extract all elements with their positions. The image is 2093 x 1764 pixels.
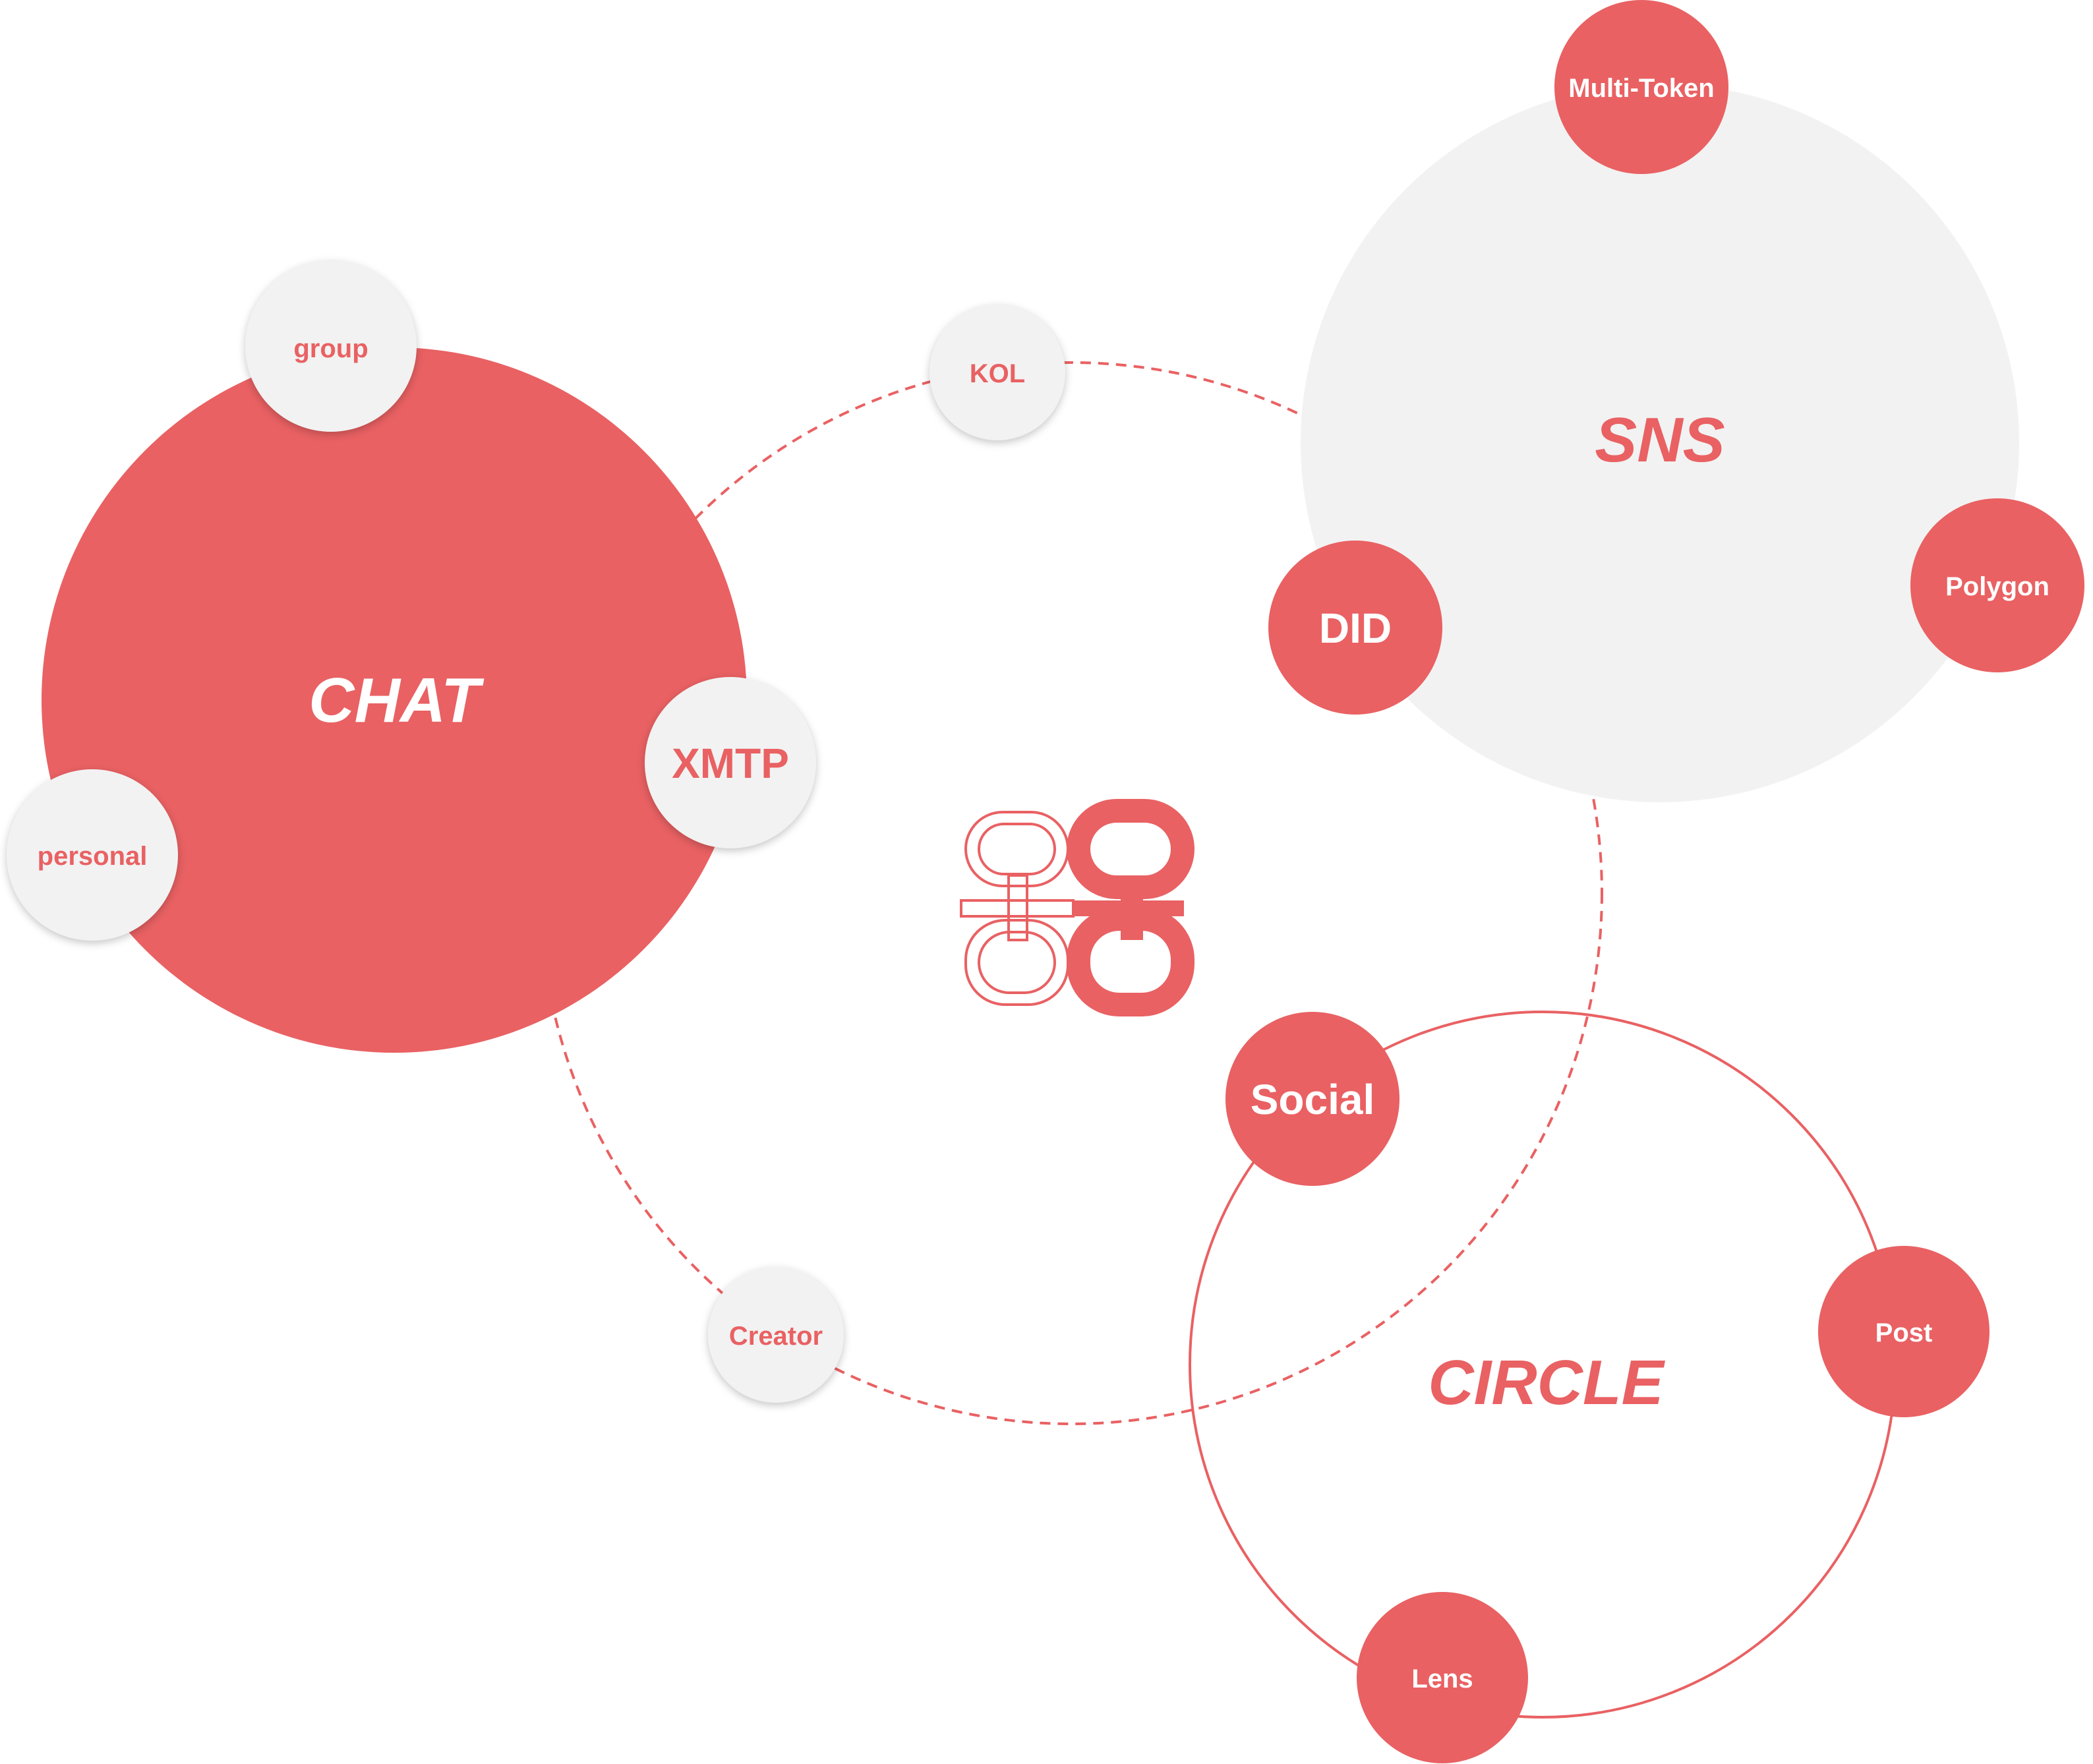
kol-node-bubble	[929, 305, 1065, 440]
dual-glyph-logo-icon	[960, 799, 1194, 1016]
group-node: group	[245, 260, 417, 432]
did-node: DID	[1268, 541, 1442, 715]
social-node-label: Social	[1251, 1076, 1375, 1123]
multi-token-node: Multi-Token	[1554, 0, 1728, 174]
sns-hub-circle	[1301, 84, 2019, 802]
lens-node-bubble	[1357, 1592, 1528, 1763]
multi-token-node-bubble	[1554, 0, 1728, 174]
creator-node: Creator	[708, 1267, 844, 1403]
creator-node-bubble	[708, 1267, 844, 1403]
logo-outline-glyph	[960, 811, 1075, 1006]
did-node-bubble	[1268, 541, 1442, 715]
xmtp-node-bubble	[645, 677, 816, 848]
xmtp-node-label: XMTP	[672, 740, 789, 787]
personal-node-bubble	[7, 769, 178, 941]
polygon-node: Polygon	[1910, 498, 2084, 672]
group-node-bubble	[245, 260, 417, 432]
creator-node-label: Creator	[729, 1322, 823, 1351]
did-node-label: DID	[1319, 604, 1392, 652]
xmtp-node: XMTP	[645, 677, 816, 848]
personal-node-label: personal	[38, 842, 148, 871]
central-dashed-ring	[539, 361, 1603, 1425]
kol-node-label: KOL	[970, 359, 1025, 388]
social-node: Social	[1225, 1012, 1400, 1186]
lens-node-label: Lens	[1411, 1664, 1473, 1693]
personal-node: personal	[7, 769, 178, 941]
chat-hub-label: CHAT	[309, 665, 485, 736]
polygon-node-bubble	[1910, 498, 2084, 672]
group-node-label: group	[293, 334, 368, 363]
social-node-bubble	[1225, 1012, 1400, 1186]
lens-node: Lens	[1357, 1592, 1528, 1763]
post-node: Post	[1818, 1246, 1990, 1417]
post-node-label: Post	[1875, 1318, 1933, 1347]
logo-filled-glyph	[1067, 799, 1194, 1016]
sns-hub-label: SNS	[1595, 405, 1725, 475]
post-node-bubble	[1818, 1246, 1990, 1417]
multi-token-node-label: Multi-Token	[1568, 74, 1714, 103]
polygon-node-label: Polygon	[1945, 572, 2049, 601]
kol-node: KOL	[929, 305, 1065, 440]
circle-hub-label: CIRCLE	[1428, 1347, 1665, 1418]
chat-hub-circle	[42, 347, 747, 1053]
